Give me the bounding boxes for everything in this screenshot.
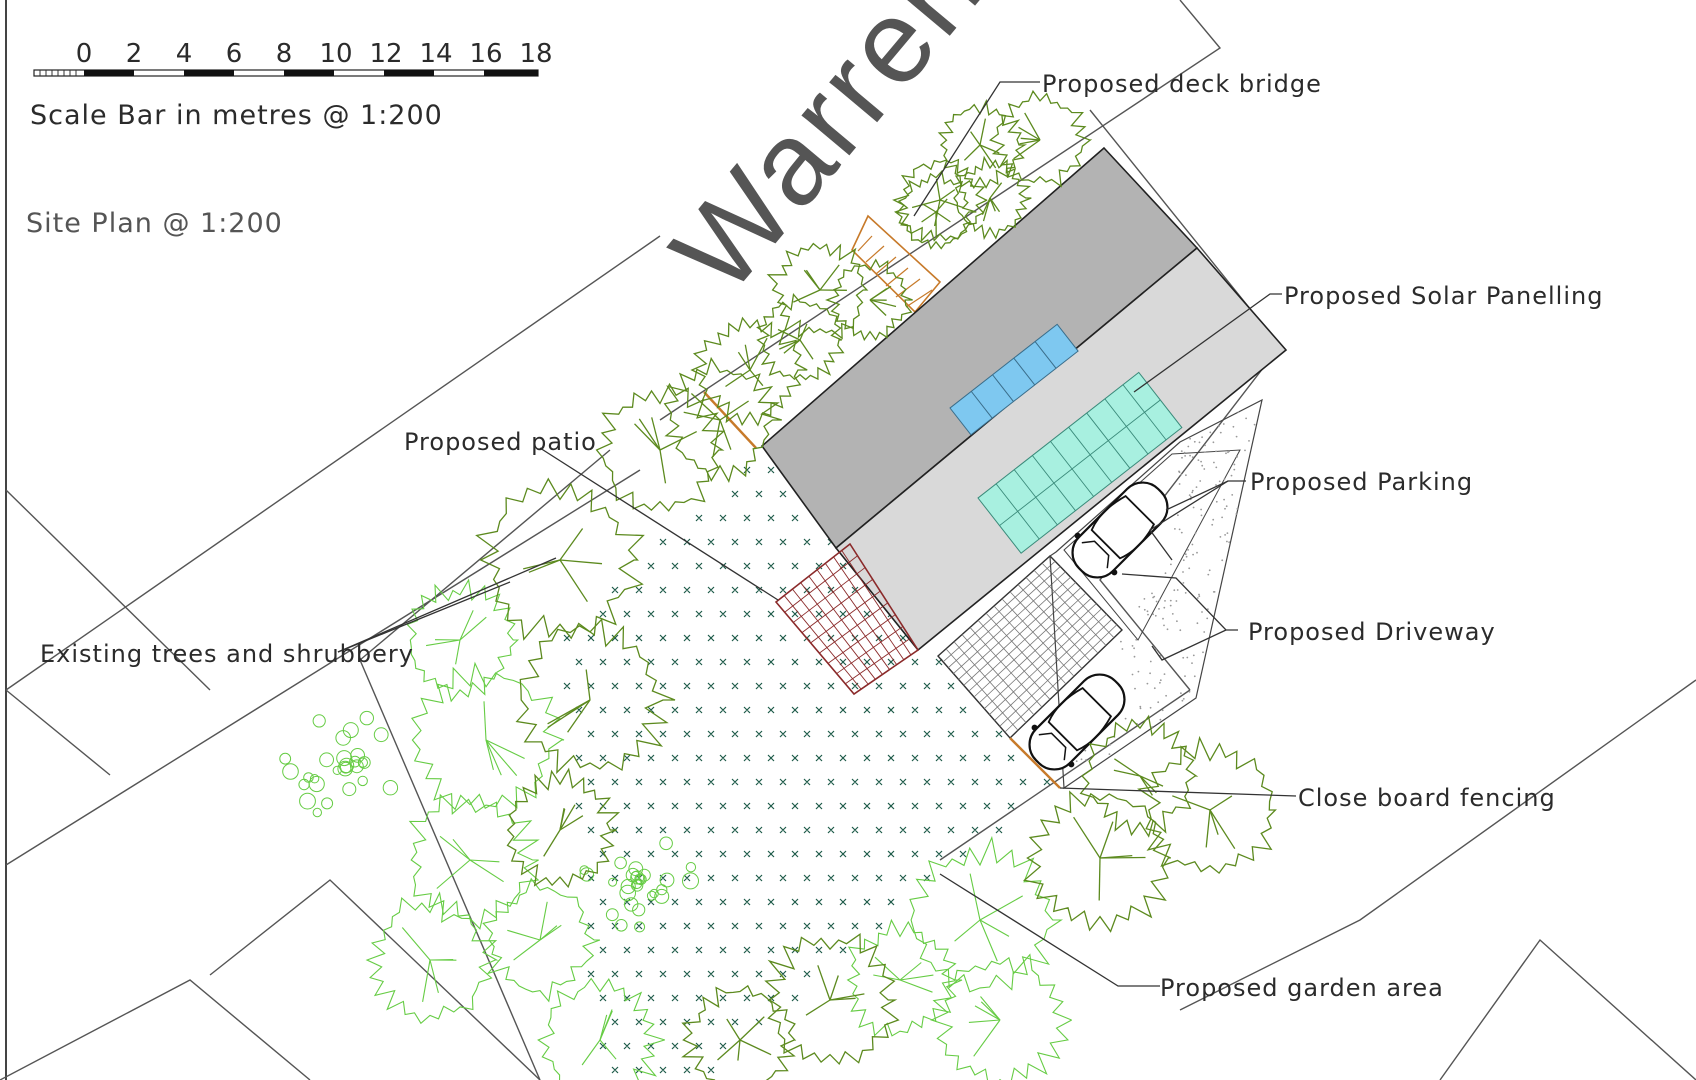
scale-tick-14: 14 — [419, 39, 452, 69]
label-deck-bridge: Proposed deck bridge — [1042, 70, 1322, 98]
close-board-fencing — [703, 391, 1061, 789]
label-solar-panelling: Proposed Solar Panelling — [1284, 282, 1603, 310]
label-garden-area: Proposed garden area — [1160, 974, 1444, 1002]
scale-tick-18: 18 — [519, 39, 552, 69]
site-plan-title: Site Plan @ 1:200 — [26, 208, 283, 239]
label-existing-trees: Existing trees and shrubbery — [40, 640, 414, 668]
car-lower — [1028, 673, 1126, 771]
label-patio: Proposed patio — [404, 428, 597, 456]
scale-tick-6: 6 — [226, 39, 243, 69]
scale-tick-10: 10 — [319, 39, 352, 69]
label-close-board-fencing: Close board fencing — [1298, 784, 1556, 812]
car-upper — [1071, 481, 1169, 579]
leader-lines — [337, 81, 1297, 987]
solar-panel-array-small — [949, 323, 1079, 436]
label-parking: Proposed Parking — [1250, 468, 1473, 496]
building-roof — [760, 146, 1288, 652]
label-driveway: Proposed Driveway — [1248, 618, 1496, 646]
scale-tick-2: 2 — [126, 39, 143, 69]
scale-tick-4: 4 — [176, 39, 193, 69]
driveway — [937, 555, 1123, 740]
scale-tick-16: 16 — [469, 39, 502, 69]
proposed-trees-dark — [475, 89, 1277, 1080]
existing-trees-light — [279, 578, 1072, 1080]
scale-tick-8: 8 — [276, 39, 293, 69]
parking-area — [1049, 398, 1263, 790]
scale-bar-caption: Scale Bar in metres @ 1:200 — [30, 100, 443, 131]
scale-tick-0: 0 — [76, 39, 93, 69]
solar-panel-array-large — [977, 371, 1183, 554]
scale-tick-12: 12 — [369, 39, 402, 69]
scale-bar: 0 2 4 6 8 10 12 14 16 18 — [33, 39, 553, 77]
patio — [774, 542, 920, 696]
